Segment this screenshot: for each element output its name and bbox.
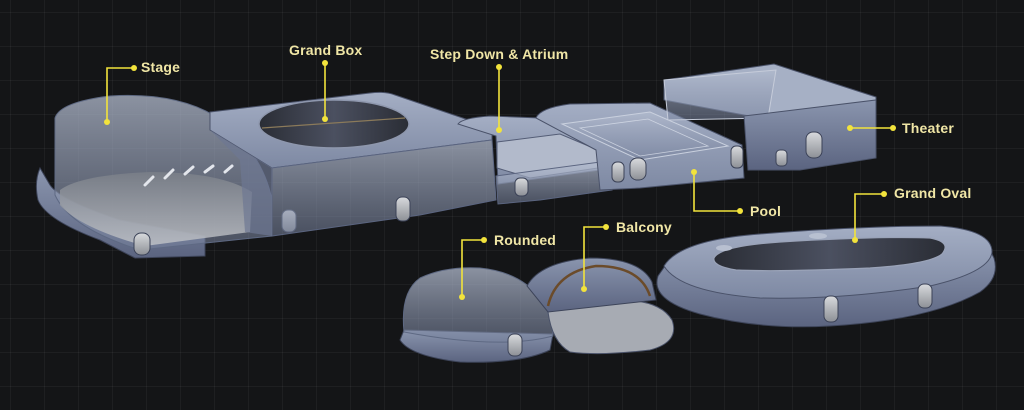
label-stage: Stage xyxy=(141,59,181,75)
rounded-module xyxy=(399,267,554,363)
balcony-shell xyxy=(526,257,657,313)
dot-grand-oval-end xyxy=(881,191,887,197)
stage-floor xyxy=(60,172,252,246)
grand-oval-door-left xyxy=(823,295,839,323)
label-step-down-atrium: Step Down & Atrium xyxy=(430,46,569,62)
grand-box-side xyxy=(210,130,272,236)
dot-theater-end xyxy=(890,125,896,131)
grand-box-cover-seam xyxy=(261,117,406,129)
dot-grand-box-anchor xyxy=(322,116,328,122)
label-theater: Theater xyxy=(902,120,954,136)
pool-door-right xyxy=(730,145,744,169)
leader-rounded xyxy=(461,239,484,296)
leader-pool xyxy=(693,172,740,212)
pool-glass-canopy xyxy=(560,111,730,161)
dot-rounded-end xyxy=(481,237,487,243)
balcony-module xyxy=(526,257,675,355)
leader-stage xyxy=(106,67,133,120)
pool-door-left xyxy=(611,161,625,183)
label-pool: Pool xyxy=(750,203,782,219)
rounded-door xyxy=(507,333,523,357)
label-rounded: Rounded xyxy=(494,232,557,248)
dot-stage-end xyxy=(131,65,137,71)
dot-atrium-anchor xyxy=(496,127,502,133)
callout-leaders xyxy=(106,64,893,296)
stage-arch-ribs xyxy=(143,164,234,187)
dot-balcony-anchor xyxy=(581,286,587,292)
callout-dots xyxy=(104,60,896,300)
grand-oval-vent-2 xyxy=(809,233,827,239)
dot-rounded-anchor xyxy=(459,294,465,300)
pool-door-mid xyxy=(629,157,647,181)
grand-box-cover xyxy=(258,99,410,149)
label-grand-box: Grand Box xyxy=(289,42,363,58)
leader-balcony xyxy=(583,226,606,288)
balcony-shell-rim xyxy=(546,264,652,307)
grand-oval-door-right xyxy=(917,283,933,309)
leader-grand-oval xyxy=(854,193,884,240)
grand-box-door xyxy=(395,196,411,222)
dot-stage-anchor xyxy=(104,119,110,125)
pool-glass-inner xyxy=(578,118,710,157)
dot-grand-oval-anchor xyxy=(852,237,858,243)
label-grand-oval: Grand Oval xyxy=(894,185,972,201)
dot-atrium-end xyxy=(496,64,502,70)
dot-theater-anchor xyxy=(847,125,853,131)
dot-pool-anchor xyxy=(691,169,697,175)
theater-module xyxy=(663,63,877,171)
theater-door-right xyxy=(805,131,823,159)
dot-balcony-end xyxy=(603,224,609,230)
dot-grand-box-end xyxy=(322,60,328,66)
grand-box-module xyxy=(209,91,497,237)
rounded-dome xyxy=(402,267,554,343)
theater-door-left xyxy=(775,149,788,167)
label-balcony: Balcony xyxy=(616,219,672,235)
atrium-door xyxy=(514,177,529,197)
pool-module xyxy=(535,102,745,191)
grand-oval-module xyxy=(656,225,996,328)
grand-oval-vent xyxy=(716,245,732,251)
dot-pool-end xyxy=(737,208,743,214)
grand-oval-pool xyxy=(713,236,946,272)
stage-door xyxy=(133,232,151,256)
